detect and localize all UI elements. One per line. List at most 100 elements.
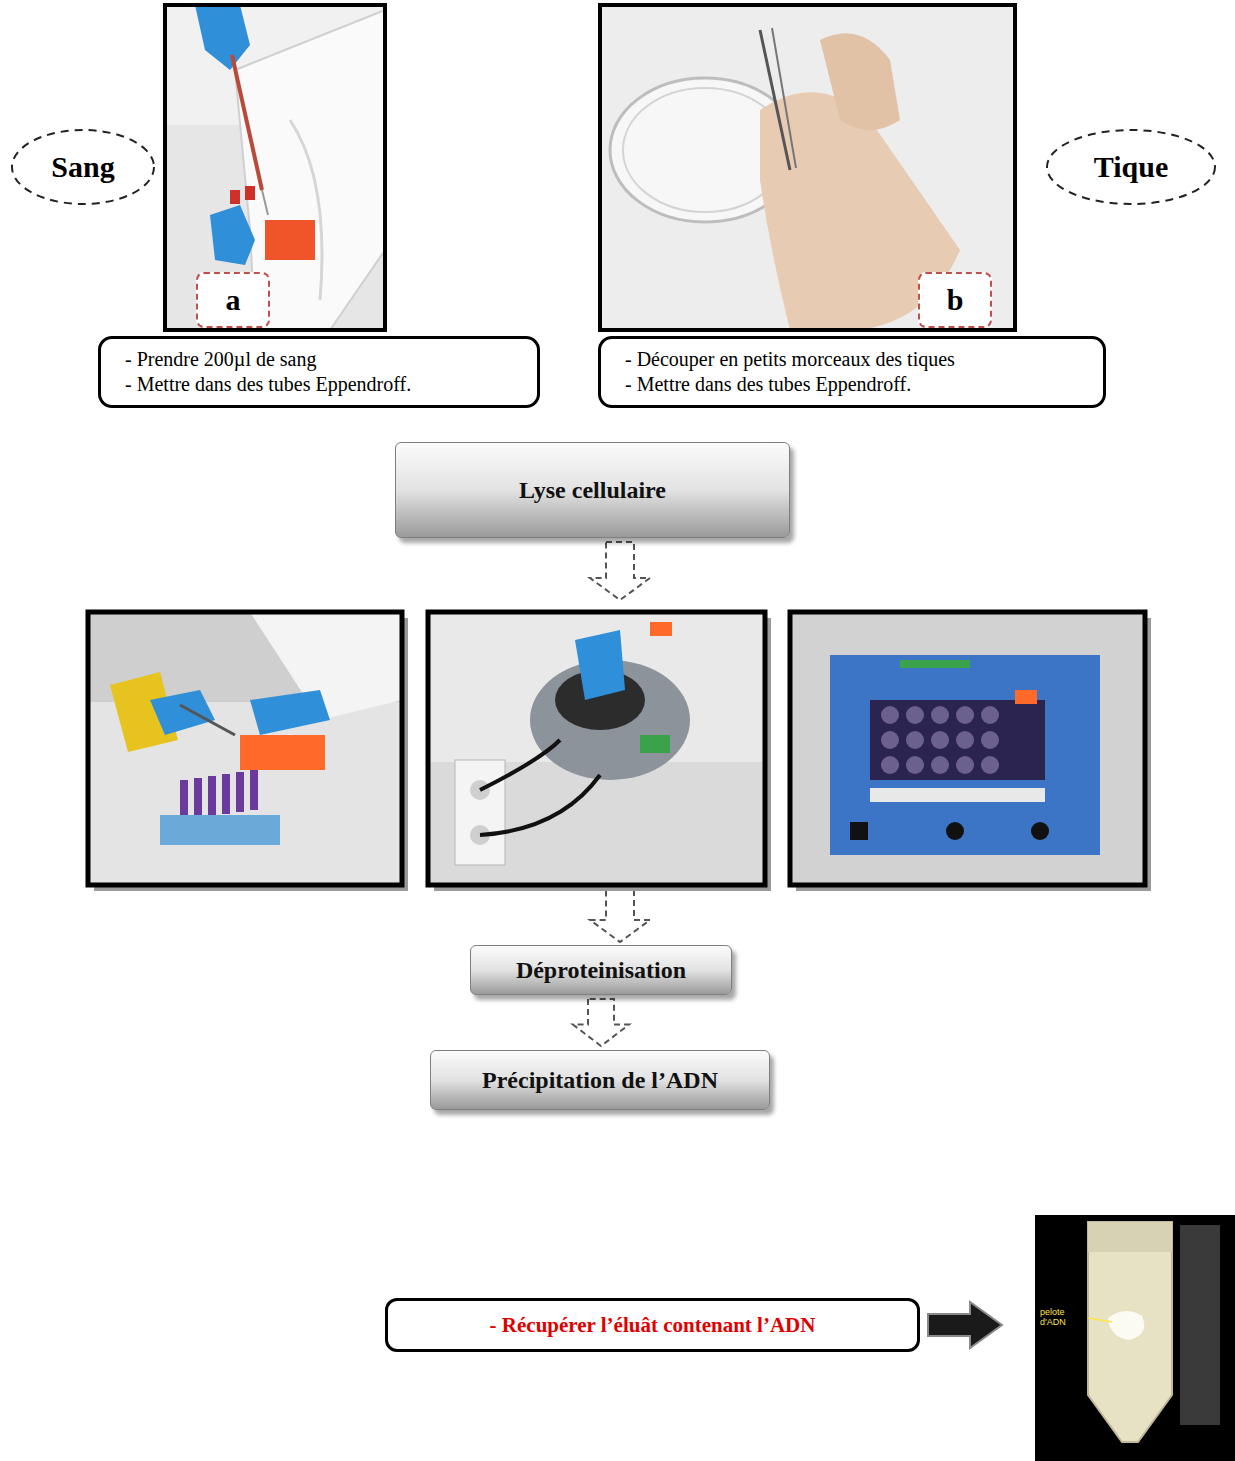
photo-annotation: pelote d'ADN (1040, 1308, 1086, 1328)
photo-heating-block (881, 731, 899, 749)
photo-heating-block (956, 706, 974, 724)
text-group: Tique (1094, 150, 1169, 184)
dashed-ellipse: Sang (10, 128, 156, 206)
photo-dna-tube (1108, 1311, 1144, 1340)
instruction-box: - Prendre 200µl de sang- Mettre dans des… (98, 336, 540, 408)
photo-heating-block (956, 756, 974, 774)
photo-heating-block (946, 822, 964, 840)
photo-blood-sampling (245, 186, 255, 200)
node-text-line: - Mettre dans des tubes Eppendroff. (125, 372, 411, 397)
photo-heating-block (790, 612, 1145, 885)
block-arrow (928, 1302, 1002, 1348)
process-box: Déproteinisation (470, 945, 732, 995)
photo-lysis-pipetting (240, 735, 325, 770)
process-box: Lyse cellulaire (395, 442, 790, 538)
photo-lysis-pipetting (180, 770, 258, 820)
node-text-line: - Mettre dans des tubes Eppendroff. (625, 372, 955, 397)
process-box: Précipitation de l’ADN (430, 1050, 770, 1110)
result-box: - Récupérer l’éluât contenant l’ADN (385, 1298, 920, 1352)
photo-lysis-pipetting (250, 690, 330, 735)
photo-lysis-pipetting (250, 770, 258, 810)
dashed-ellipse: Tique (1045, 128, 1217, 206)
photo-blood-sampling (165, 5, 385, 330)
photo-vortex (455, 760, 505, 865)
photo-lysis-pipetting (222, 774, 230, 814)
photo-tag: b (918, 272, 992, 328)
node-text: Tique (1094, 150, 1169, 184)
photo-heating-block (1015, 690, 1037, 704)
instruction-box: - Découper en petits morceaux des tiques… (598, 336, 1106, 408)
photo-lysis-pipetting (88, 612, 408, 891)
photo-dna-tube (1088, 1222, 1172, 1442)
photo-dna-tube (1035, 1215, 1235, 1461)
node-text: - Récupérer l’éluât contenant l’ADN (490, 1313, 816, 1338)
photo-lysis-pipetting (150, 690, 215, 735)
photo-blood-sampling (232, 55, 262, 190)
text-group: Déproteinisation (516, 957, 686, 984)
photo-heating-block (1031, 822, 1049, 840)
text-group: Lyse cellulaire (519, 477, 666, 504)
photo-heating-block (981, 706, 999, 724)
photo-heating-block (870, 700, 1045, 780)
text-group: - Découper en petits morceaux des tiques… (625, 347, 955, 397)
dashed-flow-arrow (590, 888, 650, 942)
photo-blood-sampling (195, 5, 250, 70)
photo-vortex (650, 622, 672, 636)
photo-heating-block (881, 706, 999, 774)
photo-heating-block (931, 731, 949, 749)
node-text: Sang (51, 150, 114, 184)
photo-heating-block (906, 756, 924, 774)
node-text: - Découper en petits morceaux des tiques (625, 347, 955, 372)
photo-blood-sampling (165, 5, 385, 330)
photo-heating-block (830, 655, 1100, 855)
node-text: a (226, 283, 241, 317)
photo-tick-cutting (600, 5, 1015, 330)
photo-heating-block (931, 756, 949, 774)
photo-vortex (428, 612, 765, 885)
photo-vortex (480, 775, 600, 835)
photo-heating-block (956, 731, 974, 749)
photo-blood-sampling (210, 205, 255, 265)
text-group: a (226, 283, 241, 317)
photo-lysis-pipetting (160, 815, 280, 845)
photo-lysis-pipetting (180, 705, 235, 735)
photo-heating-block (906, 706, 924, 724)
photo-dna-tube (1088, 1222, 1172, 1252)
block-arrow (928, 1302, 1002, 1348)
photo-lysis-pipetting (194, 778, 202, 818)
photo-blood-sampling (262, 190, 268, 215)
photo-heating-block (900, 660, 970, 668)
photo-heating-block (790, 612, 1151, 891)
photo-dna-tube (1035, 1215, 1235, 1461)
photo-blood-sampling (165, 5, 385, 330)
text-group: Précipitation de l’ADN (482, 1067, 718, 1094)
photo-lysis-pipetting (180, 780, 188, 820)
leader-line (1088, 1318, 1112, 1322)
photo-vortex (428, 612, 765, 885)
photo-lysis-pipetting (88, 612, 402, 885)
photo-heating-block (790, 612, 1145, 885)
photo-blood-sampling (230, 190, 240, 204)
photo-blood-sampling (265, 220, 315, 260)
photo-heating-block (981, 731, 999, 749)
photo-heating-block (796, 618, 1151, 891)
photo-heating-block (981, 756, 999, 774)
text-group: b (947, 283, 964, 317)
photo-tick-cutting (820, 33, 900, 130)
photo-vortex (640, 735, 670, 753)
photo-tick-cutting (600, 5, 1015, 330)
node-text: - Prendre 200µl de sang (125, 347, 411, 372)
node-text: Lyse cellulaire (519, 477, 666, 504)
dashed-flow-arrow (573, 999, 629, 1046)
ellipse-outline (12, 130, 154, 204)
photo-tick-cutting (772, 28, 796, 168)
text-group: - Récupérer l’éluât contenant l’ADN (490, 1313, 816, 1338)
photo-heating-block (906, 731, 924, 749)
dashed-flow-arrow (590, 542, 650, 600)
photo-tag: a (196, 272, 270, 328)
photo-vortex (480, 740, 560, 790)
text-group: Sang (51, 150, 114, 184)
photo-heating-block (881, 756, 899, 774)
photo-heating-block (850, 822, 868, 840)
